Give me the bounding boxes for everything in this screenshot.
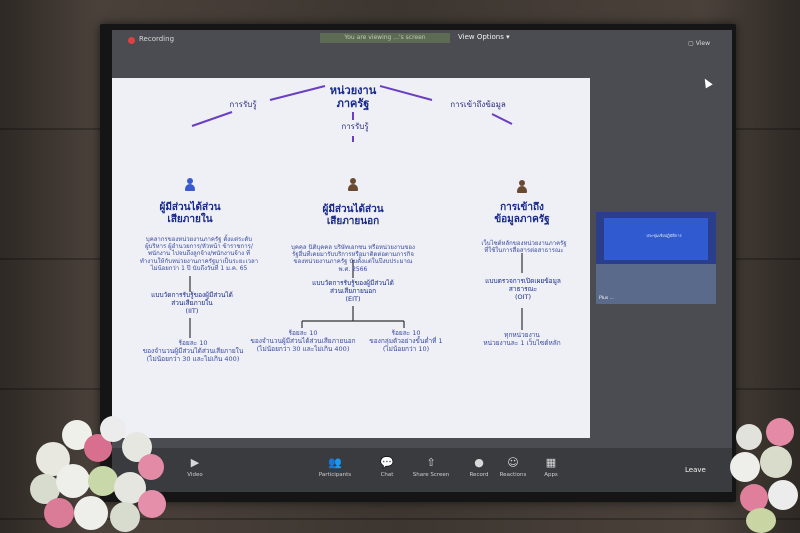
view-label: View [695, 40, 710, 47]
toolbar-label: Share Screen [412, 472, 450, 478]
view-button[interactable]: ▢ View [688, 40, 710, 47]
flower-bouquet-left [26, 412, 176, 533]
recording-icon [128, 37, 135, 44]
toolbar-label: Apps [544, 472, 558, 478]
participants-icon: 👥 [328, 456, 342, 469]
edge-label-middle: การรับรู้ [341, 122, 369, 131]
recording-label: Recording [139, 35, 175, 43]
participants-button[interactable]: 👥 Participants [314, 456, 356, 478]
toolbar-label: Video [187, 472, 203, 478]
node-title-external: ผู้มีส่วนได้ส่วน เสียภายนอก [322, 204, 384, 227]
percent-internal: ร้อยละ 10 ของจำนวนผู้มีส่วนได้ส่วนเสียภา… [142, 339, 244, 363]
chat-icon: 💬 [380, 456, 394, 469]
percent-external-b: ร้อยละ 10 ของกลุ่มตัวอย่างขั้นต่ำที่ 1 (… [369, 329, 443, 353]
shared-slide: หน่วยงาน ภาครัฐ การรับรู้ การรับรู้ การเ… [112, 78, 590, 438]
zoom-top-bar: Recording You are viewing ...'s screen V… [112, 30, 732, 52]
participant-video-tile[interactable]: ประชุมเชิงปฏิบัติการ Plus ... [596, 212, 716, 304]
apps-button[interactable]: ▦ Apps [530, 456, 572, 478]
zoom-meeting-window: Recording You are viewing ...'s screen V… [112, 30, 732, 492]
video-icon: ▶ [190, 456, 200, 469]
tile-projector: ประชุมเชิงปฏิบัติการ [604, 218, 708, 260]
diagram-connectors [189, 85, 523, 338]
person-icon [185, 178, 195, 191]
screen-share-banner: You are viewing ...'s screen [320, 33, 450, 43]
toolbar-label: Participants [318, 472, 352, 478]
leave-button[interactable]: Leave [685, 466, 706, 474]
method-internal-iit: แบบวัดการรับรู้ของผู้มีส่วนได้ ส่วนเสียภ… [151, 291, 233, 315]
reactions-button[interactable]: ☺ Reactions [492, 456, 534, 478]
apps-icon: ▦ [545, 456, 557, 469]
person-icon [348, 178, 358, 191]
edge-label-right: การเข้าถึงข้อมูล [450, 100, 506, 109]
flower-bouquet-right [726, 414, 800, 533]
method-access-oit: แบบตรวจการเปิดเผยข้อมูล สาธารณะ (OIT) [485, 277, 561, 301]
share-screen-button[interactable]: ⇧ Share Screen [410, 456, 452, 478]
edge-label-left: การรับรู้ [229, 100, 257, 109]
view-options-button[interactable]: View Options ▾ [458, 33, 510, 41]
tile-room [596, 264, 716, 304]
reactions-icon: ☺ [507, 456, 519, 469]
zoom-toolbar: 🎤Audio▶Video👥Participants💬Chat⇧Share Scr… [112, 448, 732, 492]
chat-button[interactable]: 💬 Chat [366, 456, 408, 478]
share-screen-icon: ⇧ [426, 456, 436, 469]
percent-external-a: ร้อยละ 10 ของจำนวนผู้มีส่วนได้ส่วนเสียภา… [250, 329, 356, 353]
method-external-eit: แบบวัดการรับรู้ของผู้มีส่วนได้ ส่วนเสียภ… [312, 279, 394, 303]
participant-name: Plus ... [599, 296, 614, 301]
percent-access: ทุกหน่วยงาน หน่วยงานละ 1 เว็บไซต์หลัก [483, 331, 561, 347]
toolbar-label: Chat [380, 472, 394, 478]
record-icon: ● [474, 456, 484, 469]
toolbar-label: Reactions [499, 472, 527, 478]
record-button[interactable]: ● Record [458, 456, 500, 478]
node-description-access: เว็บไซต์หลักของหน่วยงานภาครัฐ ที่ใช้ในกา… [481, 240, 567, 255]
tile-screen-text: ประชุมเชิงปฏิบัติการ [646, 233, 682, 238]
node-title-internal: ผู้มีส่วนได้ส่วน เสียภายใน [159, 202, 221, 225]
mouse-cursor-icon [701, 76, 713, 89]
node-description-internal: บุคลากรของหน่วยงานภาครัฐ ตั้งแต่ระดับ ผู… [139, 236, 259, 272]
root-node-title: หน่วยงาน ภาครัฐ [329, 84, 377, 111]
node-title-access: การเข้าถึง ข้อมูลภาครัฐ [494, 202, 550, 225]
video-button[interactable]: ▶ Video [174, 456, 216, 478]
view-options-label: View Options [458, 33, 504, 41]
person-icon [517, 180, 527, 193]
toolbar-label: Record [469, 472, 489, 478]
node-description-external: บุคคล นิติบุคคล บริษัทเอกชน หรือหน่วยงาน… [291, 244, 415, 273]
